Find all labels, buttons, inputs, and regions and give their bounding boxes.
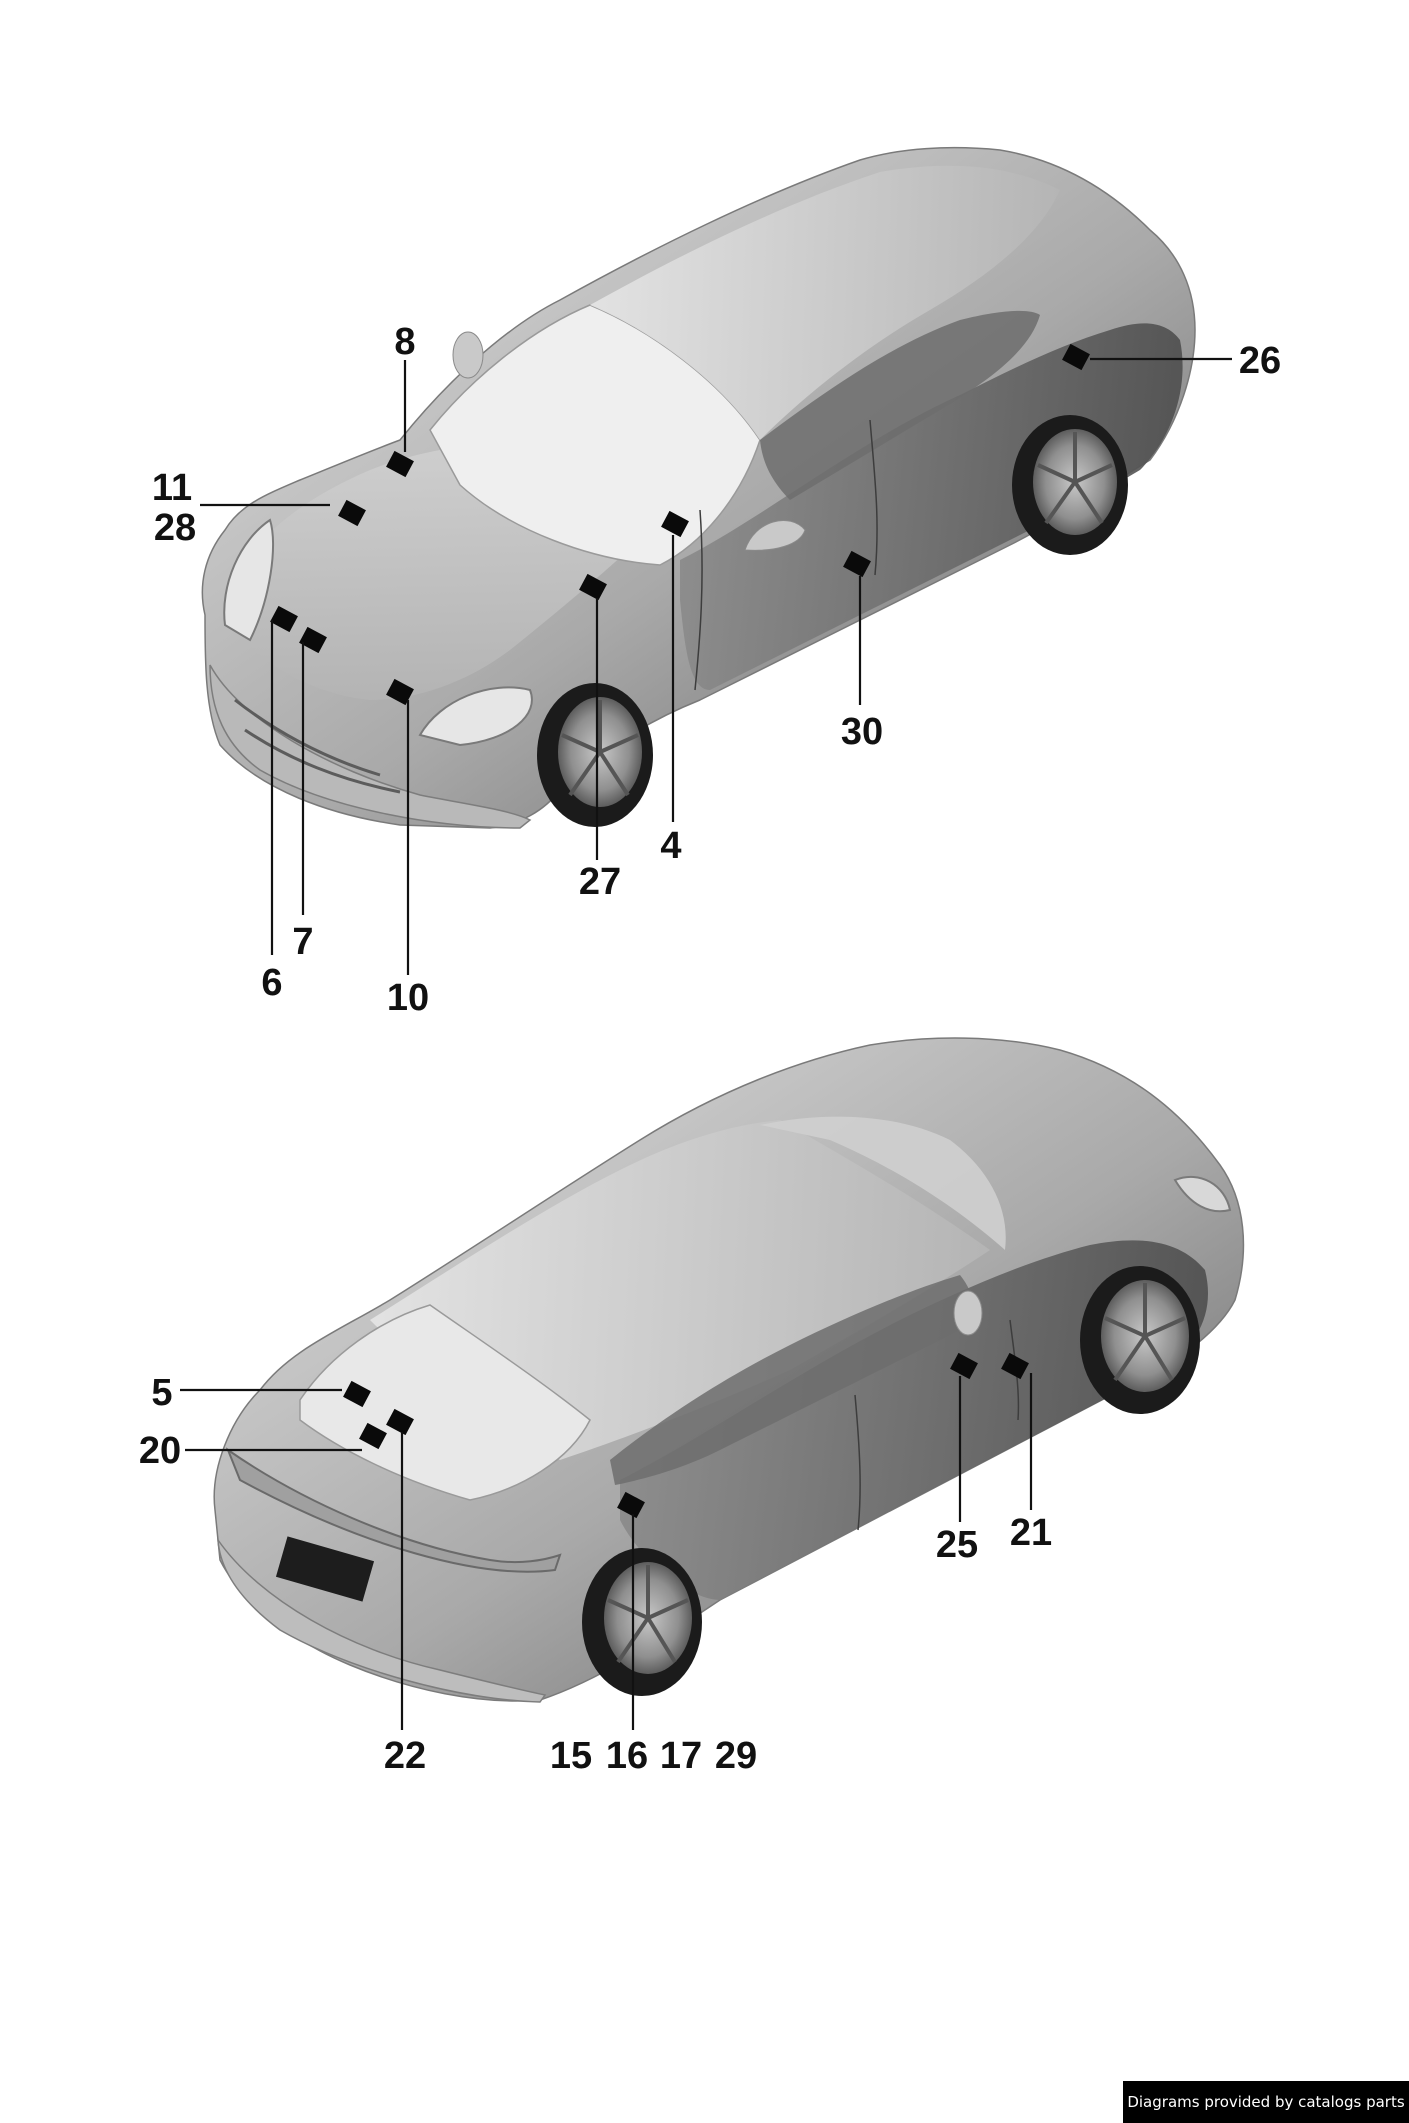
- callout-7: 7: [292, 921, 313, 963]
- rear-car-bumper: [217, 1537, 547, 1703]
- marker-25: [950, 1352, 978, 1380]
- callout-8: 8: [394, 321, 415, 363]
- callout-27: 27: [579, 861, 621, 903]
- rear-car-windshield: [760, 1116, 1006, 1250]
- front-car-headlight-right: [418, 686, 533, 747]
- marker-27: [579, 573, 607, 601]
- callout-28: 28: [154, 507, 196, 549]
- front-car-mirror-right: [744, 520, 806, 551]
- marker-4: [661, 510, 689, 538]
- front-view-leaders: [200, 357, 1232, 975]
- marker-8: [386, 450, 414, 478]
- front-car-side-windows: [760, 310, 1040, 500]
- marker-21: [1001, 1352, 1029, 1380]
- rear-car-side: [620, 1240, 1208, 1600]
- marker-26: [1062, 343, 1090, 371]
- callout-17: 17: [660, 1735, 702, 1777]
- marker-10: [386, 678, 414, 706]
- callout-21: 21: [1010, 1512, 1052, 1554]
- front-car-mirror-left: [452, 331, 484, 379]
- front-view-markers: [270, 343, 1090, 706]
- rear-view-labels: 5 20 22 25 21 15 16 17 29: [139, 1372, 1052, 1777]
- callout-26: 26: [1239, 340, 1281, 382]
- front-car-windshield: [429, 304, 761, 566]
- rear-car-side-windows: [610, 1275, 973, 1485]
- marker-6: [270, 605, 298, 633]
- callout-29: 29: [715, 1735, 757, 1777]
- callout-6: 6: [261, 962, 282, 1004]
- callout-11: 11: [152, 467, 192, 509]
- front-view-car: [201, 146, 1196, 829]
- callout-30: 30: [841, 711, 883, 753]
- marker-15-29: [617, 1491, 645, 1519]
- callout-20: 20: [139, 1430, 181, 1472]
- front-view-labels: 8 11 28 26 4 30 27 7 6 10: [152, 321, 1281, 1019]
- marker-30: [843, 550, 871, 578]
- rear-car-plate: [275, 1536, 375, 1602]
- rear-car-rear-glass: [299, 1304, 591, 1501]
- rear-view-markers: [343, 1352, 1029, 1519]
- front-car-roof: [590, 165, 1060, 441]
- front-car-headlight-left: [223, 518, 275, 642]
- front-car-side: [680, 323, 1183, 690]
- callout-15: 15: [550, 1735, 592, 1777]
- callout-25: 25: [936, 1524, 978, 1566]
- callout-5: 5: [151, 1372, 172, 1414]
- rear-view-leaders: [180, 1373, 1033, 1730]
- callout-10: 10: [387, 977, 429, 1019]
- callout-16: 16: [606, 1735, 648, 1777]
- rear-car-mirror: [953, 1290, 983, 1336]
- front-car-spokes-rear: [1037, 432, 1113, 525]
- marker-22: [386, 1408, 414, 1436]
- marker-20: [359, 1422, 387, 1450]
- rear-car-front-headlight: [1173, 1175, 1232, 1213]
- marker-7: [299, 626, 327, 654]
- front-car-grille: [234, 698, 401, 794]
- rear-car-spokes-front: [1104, 1283, 1186, 1382]
- callout-22: 22: [384, 1735, 426, 1777]
- front-car-spokes-front: [561, 700, 639, 797]
- front-car-door-line: [694, 419, 878, 691]
- rear-view-car: [213, 1037, 1245, 1703]
- credit-banner: Diagrams provided by catalogs parts: [1123, 2081, 1409, 2123]
- rear-car-taillight: [225, 1447, 562, 1573]
- marker-5: [343, 1380, 371, 1408]
- callout-4: 4: [660, 825, 681, 867]
- marker-11-28: [338, 499, 366, 527]
